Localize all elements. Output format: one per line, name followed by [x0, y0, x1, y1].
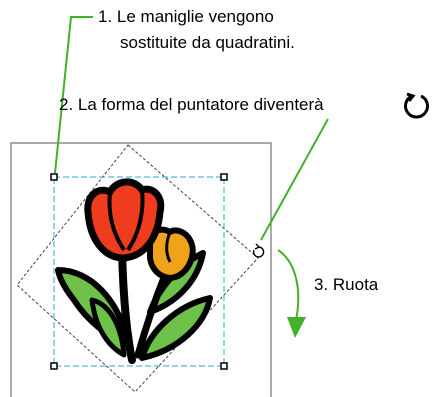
tulip-red — [84, 178, 165, 262]
stem-main — [118, 246, 136, 364]
selection-box — [53, 176, 225, 367]
rotate-handle-icon[interactable] — [252, 243, 265, 258]
handle-bottom-right[interactable] — [220, 362, 228, 370]
leaf-right-lower — [139, 295, 213, 361]
tulip-red-petal-right — [126, 189, 145, 252]
handle-top-left[interactable] — [50, 173, 58, 181]
rotate-arrow-icon — [277, 249, 300, 321]
leaf-middle — [89, 297, 127, 358]
handle-top-right[interactable] — [220, 173, 228, 181]
leader-line-2 — [260, 118, 329, 241]
leader-line-1 — [54, 16, 93, 174]
rotation-outline — [16, 144, 259, 393]
callout-handles-line2: sostituite da quadratini. — [120, 33, 295, 52]
tulip-orange-petal — [165, 231, 172, 263]
tulip-red-petal-left — [107, 191, 126, 252]
tulip-orange — [146, 226, 196, 281]
stem-small — [134, 271, 169, 359]
callout-handles-line1: 1. Le maniglie vengono — [98, 7, 274, 26]
tulip-design[interactable] — [55, 178, 213, 364]
callout-rotate: 3. Ruota — [314, 275, 379, 294]
callout-pointer-shape: 2. La forma del puntatore diventerà — [59, 95, 324, 114]
handle-bottom-left[interactable] — [50, 362, 58, 370]
rotate-cursor-icon — [404, 92, 429, 119]
rotate-arrowhead — [287, 317, 306, 338]
